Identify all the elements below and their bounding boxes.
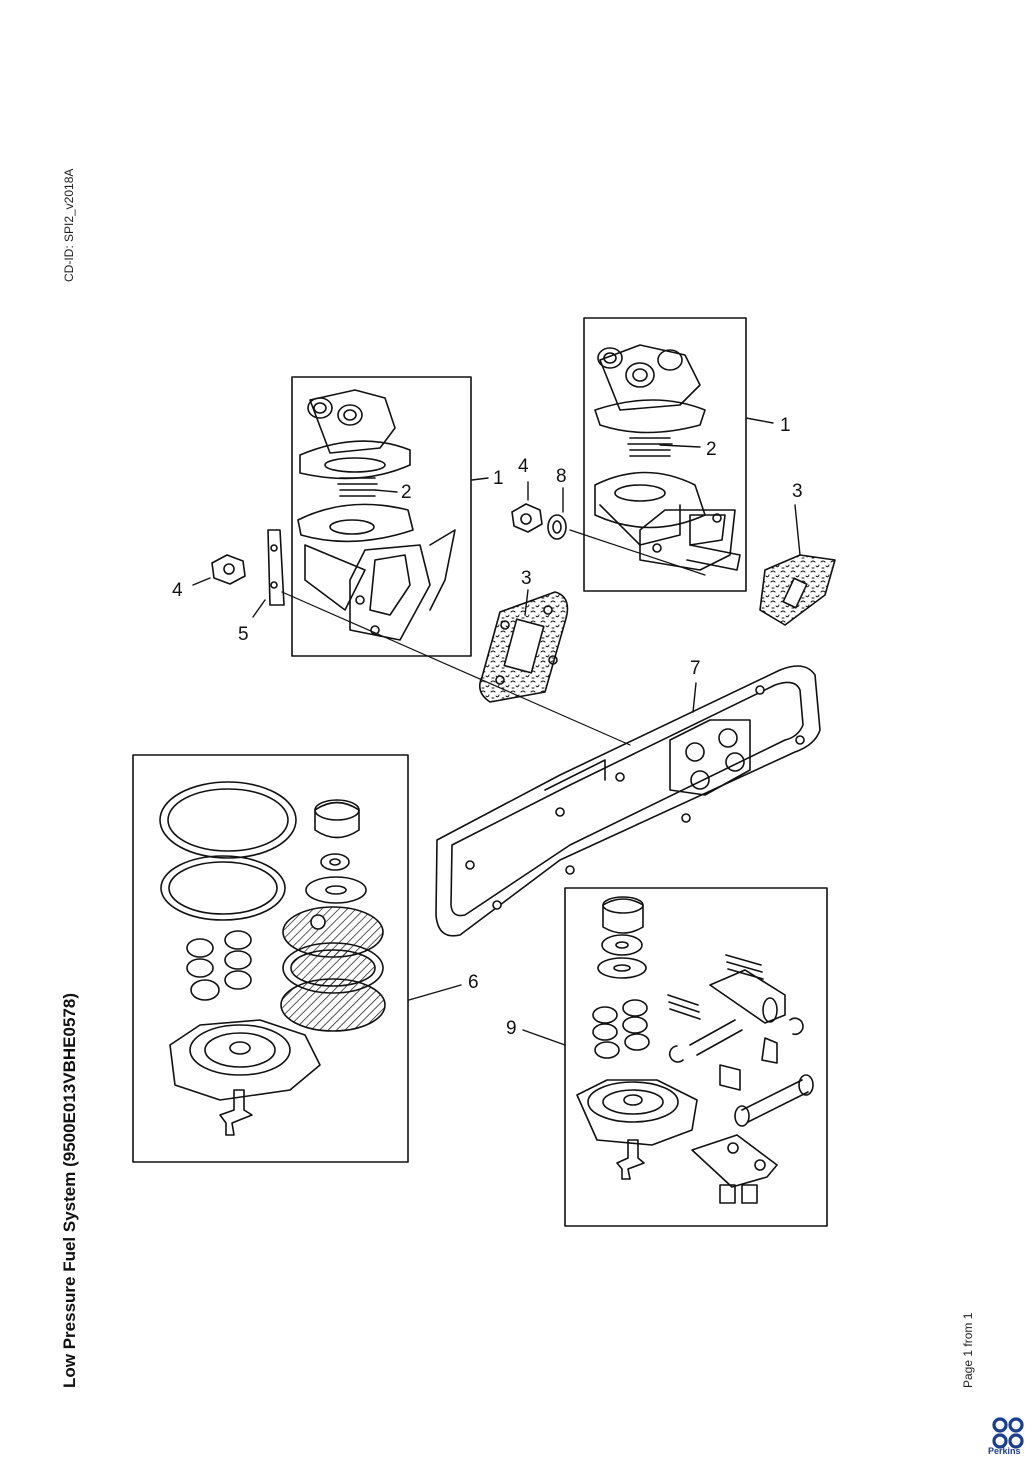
perkins-logo-icon: [992, 1417, 1024, 1449]
repair-kit-9: [564, 887, 828, 1227]
callout-1-right: 1: [780, 415, 791, 436]
frame-pump-right: [583, 317, 747, 592]
frame-kit-6: [132, 754, 409, 1163]
frame-kit-9: [564, 887, 828, 1227]
callout-3-left: 3: [521, 568, 532, 589]
side-cover-plate: [435, 665, 821, 937]
callout-5: 5: [238, 624, 249, 645]
perkins-logo-text: Perkins: [988, 1446, 1021, 1456]
callout-7: 7: [690, 658, 701, 679]
callout-4-left: 4: [172, 580, 183, 601]
gasket-right: [759, 554, 836, 626]
callout-6: 6: [468, 972, 479, 993]
callout-1-left: 1: [493, 468, 504, 489]
callout-labels: 1 2 4 5 3 4 8 1 2 3 7 6 9: [172, 415, 803, 1039]
callout-2-left: 2: [401, 482, 412, 503]
repair-kit-6: [132, 754, 409, 1163]
callout-leaders: [192, 417, 801, 1046]
callout-4-right: 4: [518, 456, 529, 477]
gasket-left: [479, 591, 569, 703]
frame-pump-left: [291, 376, 472, 657]
callout-8: 8: [556, 466, 567, 487]
callout-3-right: 3: [792, 481, 803, 502]
callout-2-right: 2: [706, 439, 717, 460]
pump-assembly-left: [211, 376, 631, 746]
callout-9: 9: [506, 1018, 517, 1039]
pump-assembly-right: [511, 317, 747, 592]
